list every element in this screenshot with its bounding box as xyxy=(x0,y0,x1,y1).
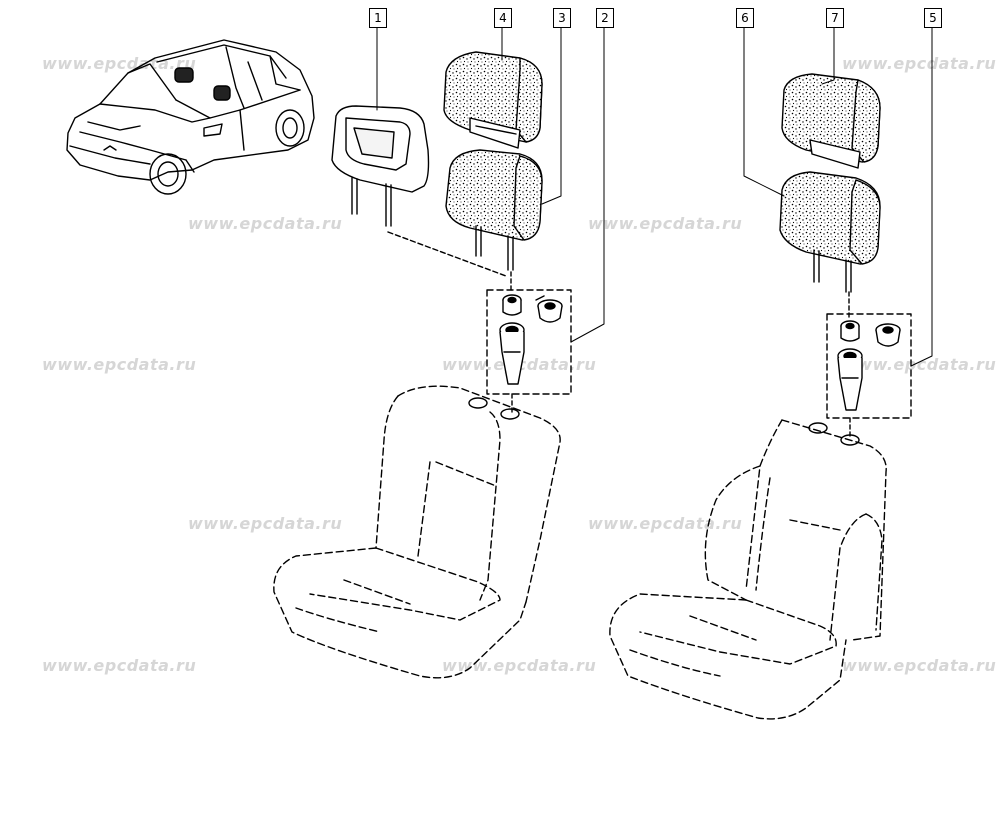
callout-1: 1 xyxy=(369,8,387,28)
right-seat xyxy=(609,419,887,720)
watermark: www.epcdata.ru xyxy=(42,54,197,73)
headrest-part-1 xyxy=(331,105,430,227)
watermark: www.epcdata.ru xyxy=(842,54,997,73)
headrest-part-7 xyxy=(781,73,881,169)
callout-3: 3 xyxy=(553,8,571,28)
watermark: www.epcdata.ru xyxy=(42,656,197,675)
callout-5: 5 xyxy=(924,8,942,28)
watermark: www.epcdata.ru xyxy=(588,214,743,233)
callout-7: 7 xyxy=(826,8,844,28)
watermark: www.epcdata.ru xyxy=(842,656,997,675)
watermark: www.epcdata.ru xyxy=(188,514,343,533)
callout-2: 2 xyxy=(596,8,614,28)
car-illustration xyxy=(66,39,315,195)
headrest-part-3 xyxy=(445,149,543,271)
callout-6: 6 xyxy=(736,8,754,28)
watermark: www.epcdata.ru xyxy=(442,656,597,675)
guide-sleeves-part-5 xyxy=(826,313,912,437)
callout-4: 4 xyxy=(494,8,512,28)
left-seat xyxy=(273,385,561,679)
guide-sleeves-part-2 xyxy=(486,289,572,413)
watermark: www.epcdata.ru xyxy=(42,355,197,374)
watermark: www.epcdata.ru xyxy=(842,355,997,374)
watermark: www.epcdata.ru xyxy=(188,214,343,233)
callout-leaders xyxy=(376,25,933,367)
watermark: www.epcdata.ru xyxy=(588,514,743,533)
headrest-part-6 xyxy=(779,171,881,319)
headrest-part-4 xyxy=(443,51,543,149)
